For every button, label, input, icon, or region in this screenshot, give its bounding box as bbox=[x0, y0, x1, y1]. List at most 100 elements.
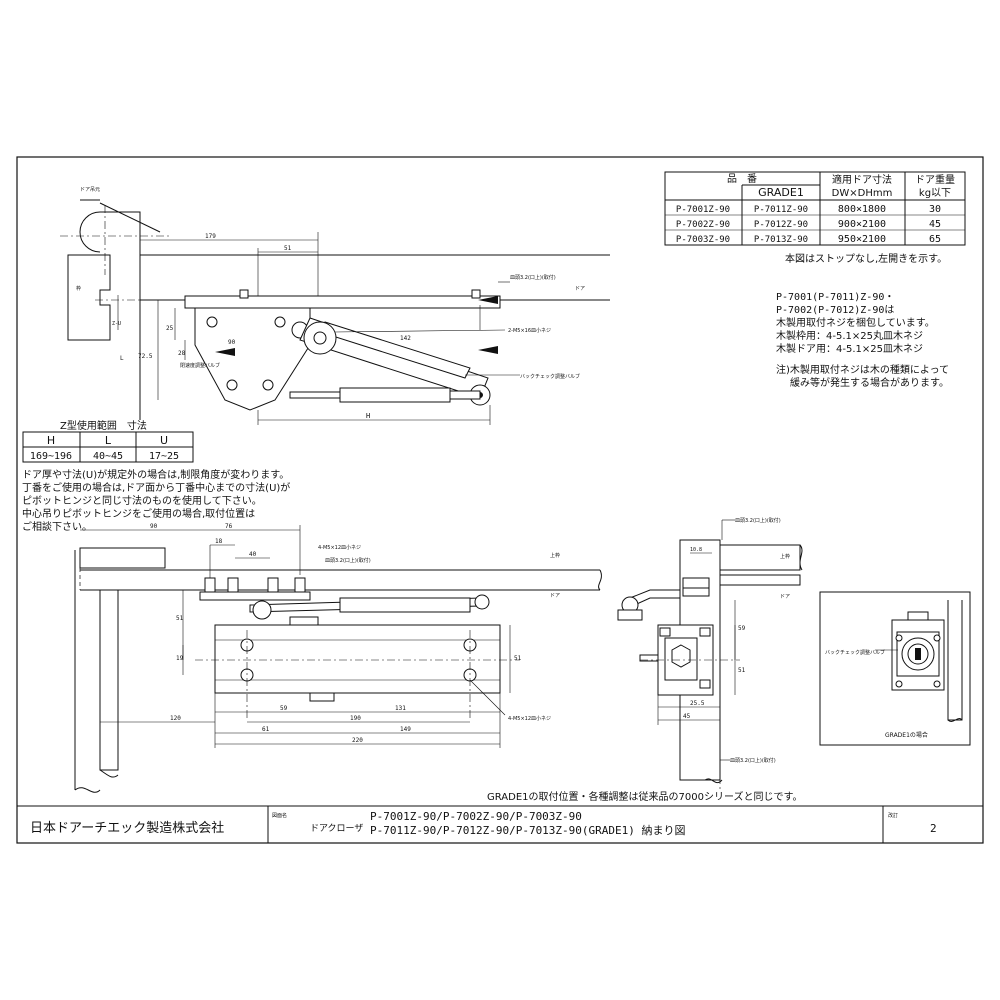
front-view-drawing: 90 76 18 40 4-M5×12皿小ネジ 皿頭3.2(口上)(取付) 上枠… bbox=[74, 523, 602, 793]
label-pocket-top: 皿頭3.2(口上)(取付) bbox=[735, 517, 781, 524]
dim-45: 45 bbox=[683, 713, 691, 720]
dim-76: 76 bbox=[225, 523, 233, 530]
spec-header-weight: ドア重量 bbox=[915, 173, 955, 186]
spec-header-size: 適用ドア寸法 bbox=[832, 173, 892, 186]
dim-61: 61 bbox=[262, 726, 270, 733]
note-screw-line: 木製ドア用：4-5.1×25皿木ネジ bbox=[776, 342, 923, 355]
top-view-drawing: ドア吊元 枠 179 51 bbox=[60, 187, 610, 425]
range-title: Z型使用範囲 寸法 bbox=[60, 419, 147, 432]
spec-row-weight: 30 bbox=[929, 204, 941, 215]
label-screw: 2-M5×16皿小ネジ bbox=[508, 327, 551, 334]
spec-row-weight: 45 bbox=[929, 219, 941, 230]
dim-59-side: 59 bbox=[738, 625, 746, 632]
spec-row-grade: P-7012Z-90 bbox=[754, 220, 808, 230]
label-speed-valve: 閉速度調整バルブ bbox=[180, 362, 220, 369]
range-notes: ドア厚や寸法(U)が規定外の場合は,制限角度が変わります。 丁番をご使用の場合は… bbox=[22, 468, 290, 533]
rev-number: 2 bbox=[930, 822, 937, 835]
install-notes: 本図はストップなし,左開きを示す。 P-7001(P-7011)Z-90・ P-… bbox=[776, 252, 949, 389]
spec-header-weight-unit: kg以下 bbox=[919, 188, 951, 199]
note-screw-line: 木製枠用：4-5.1×25丸皿木ネジ bbox=[776, 329, 923, 342]
label-door-side: ドア吊元 bbox=[80, 187, 100, 193]
range-header: U bbox=[160, 434, 168, 447]
range-value: 169~196 bbox=[30, 451, 72, 462]
spec-row-weight: 65 bbox=[929, 234, 941, 245]
spec-header-grade: GRADE1 bbox=[758, 186, 804, 199]
range-note-line: ピボットヒンジと同じ寸法のものを使用して下さい。 bbox=[22, 494, 262, 507]
spec-table: 品 番 GRADE1 適用ドア寸法 DW×DHmm ドア重量 kg以下 P-70… bbox=[664, 171, 966, 246]
spec-header-hinban: 品 番 bbox=[727, 173, 757, 185]
spec-row-model: P-7002Z-90 bbox=[676, 220, 730, 230]
dim-40: 40 bbox=[249, 551, 257, 558]
spec-row-size: 900×2100 bbox=[838, 219, 886, 230]
dim-179: 179 bbox=[205, 233, 216, 240]
dim-149: 149 bbox=[400, 726, 411, 733]
side-view-drawing: 皿頭3.2(口上)(取付) 上枠 10.8 ドア 59 51 25.5 bbox=[617, 517, 803, 790]
dim-25-5: 25.5 bbox=[690, 700, 705, 707]
dim-h: H bbox=[366, 412, 370, 420]
note-stop: 本図はストップなし,左開きを示す。 bbox=[785, 252, 947, 265]
grade1-backcheck-label: バックチェック調整バルブ bbox=[825, 649, 885, 656]
dim-25: 25 bbox=[166, 325, 174, 332]
range-note-line: 丁番をご使用の場合は,ドア面から丁番中心までの寸法(U)が bbox=[22, 481, 290, 494]
range-header: H bbox=[47, 434, 55, 447]
range-note-line: ご相談下さい。 bbox=[22, 520, 92, 533]
title-block: 日本ドアーチエック製造株式会社 図面名 ドアクローザ P-7001Z-90/P-… bbox=[17, 805, 983, 843]
spec-row-grade: P-7011Z-90 bbox=[754, 205, 808, 215]
dim-51: 51 bbox=[284, 245, 292, 252]
label-door: ドア bbox=[550, 593, 560, 599]
dim-18: 18 bbox=[215, 538, 223, 545]
label-screw-top: 4-M5×12皿小ネジ bbox=[318, 544, 361, 551]
spec-header-size-unit: DW×DHmm bbox=[832, 188, 893, 199]
note-screw-line: P-7002(P-7012)Z-90は bbox=[776, 304, 894, 316]
dim-220: 220 bbox=[352, 737, 363, 744]
rev-label: 改訂 bbox=[888, 812, 898, 819]
label-backcheck-valve: バックチェック調整バルブ bbox=[520, 373, 580, 380]
dim-190: 190 bbox=[350, 715, 361, 722]
label-door: ドア bbox=[575, 286, 585, 292]
dim-59: 59 bbox=[280, 705, 288, 712]
dim-28: 28 bbox=[178, 350, 186, 357]
label-screw-bottom: 4-M5×12皿小ネジ bbox=[508, 715, 551, 722]
dim-90: 90 bbox=[150, 523, 158, 530]
note-screw-line: 木製用取付ネジを梱包しています。 bbox=[776, 316, 935, 329]
label-pocket: 皿頭3.2(口上)(取付) bbox=[325, 557, 371, 564]
dim-19: 19 bbox=[176, 655, 184, 662]
label-frame-side: 上枠 bbox=[780, 553, 790, 560]
dim-142: 142 bbox=[400, 335, 411, 342]
dim-90: 90 bbox=[228, 339, 236, 346]
note-screw-line: P-7001(P-7011)Z-90・ bbox=[776, 292, 894, 303]
dim-51-right: 51 bbox=[514, 655, 522, 662]
note-caution: 緩み等が発生する場合があります。 bbox=[790, 376, 949, 389]
title-line-2: P-7011Z-90/P-7012Z-90/P-7013Z-90(GRADE1)… bbox=[370, 824, 686, 837]
dim-120: 120 bbox=[170, 715, 181, 722]
dim-51-side: 51 bbox=[738, 667, 746, 674]
dim-10-8: 10.8 bbox=[690, 547, 702, 553]
spec-row-model: P-7001Z-90 bbox=[676, 205, 730, 215]
range-table: Z型使用範囲 寸法 H L U 169~196 40~45 17~25 bbox=[22, 419, 194, 463]
spec-row-size: 950×2100 bbox=[838, 234, 886, 245]
dim-72-5: 72.5 bbox=[138, 353, 153, 360]
label-pocket: 皿頭3.2(口上)(取付) bbox=[510, 274, 556, 281]
range-note-line: 中心吊りピボットヒンジをご使用の場合,取付位置は bbox=[22, 507, 255, 520]
spec-row-model: P-7003Z-90 bbox=[676, 235, 730, 245]
range-value: 40~45 bbox=[93, 451, 123, 462]
grade-note: GRADE1の取付位置・各種調整は従来品の7000シリーズと同じです。 bbox=[487, 790, 802, 803]
label-door-side: ドア bbox=[780, 594, 790, 600]
dim-51-left: 51 bbox=[176, 615, 184, 622]
title-line-1: P-7001Z-90/P-7002Z-90/P-7003Z-90 bbox=[370, 810, 582, 823]
company-name: 日本ドアーチエック製造株式会社 bbox=[30, 820, 224, 836]
label-frame: 枠 bbox=[76, 285, 81, 292]
range-note-line: ドア厚や寸法(U)が規定外の場合は,制限角度が変わります。 bbox=[22, 468, 289, 481]
label-pocket-bottom: 皿頭3.2(口上)(取付) bbox=[730, 757, 776, 764]
spec-row-size: 800×1800 bbox=[838, 204, 886, 215]
spec-row-grade: P-7013Z-90 bbox=[754, 235, 808, 245]
range-header: L bbox=[105, 434, 112, 447]
note-caution: 注)木製用取付ネジは木の種類によって bbox=[776, 363, 949, 376]
dim-131: 131 bbox=[395, 705, 406, 712]
dim-l: L bbox=[120, 355, 124, 362]
range-value: 17~25 bbox=[149, 451, 179, 462]
grade1-caption: GRADE1の場合 bbox=[885, 731, 928, 739]
sheet-border bbox=[16, 156, 984, 844]
dim-u: Z-U bbox=[112, 321, 121, 327]
